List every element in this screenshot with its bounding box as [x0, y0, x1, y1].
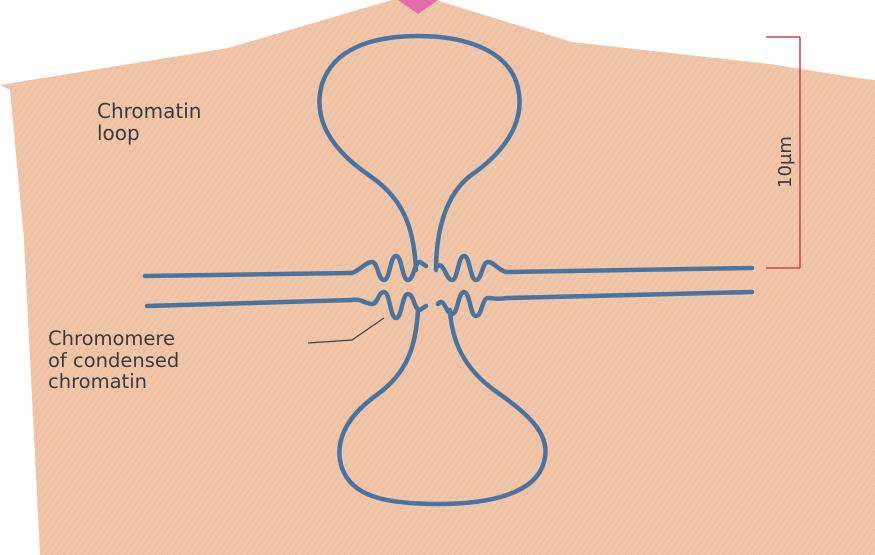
- chromomere-label-line-3: chromatin: [48, 372, 179, 392]
- scale-bar-label-text: 10µm: [777, 136, 795, 188]
- chromatin-loop-label: Chromatin loop: [97, 101, 201, 143]
- chromomere-label-line-1: Chromomere: [48, 329, 179, 349]
- upper-axis-left: [145, 273, 352, 276]
- chromatin-loop-label-line-2: loop: [97, 123, 201, 143]
- chromatin-loop-label-line-1: Chromatin: [97, 101, 201, 121]
- chromomere-label-line-2: of condensed: [48, 351, 179, 371]
- chromomere-label: Chromomere of condensed chromatin: [48, 329, 179, 392]
